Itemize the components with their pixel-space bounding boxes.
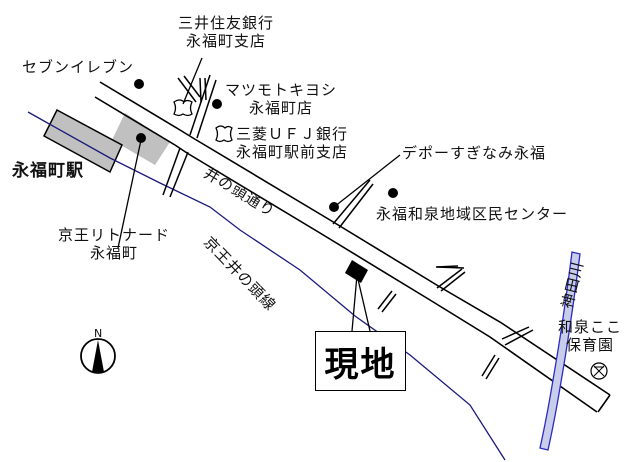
label-station: 永福町駅 (12, 161, 84, 181)
bank-icon-mufg (215, 125, 233, 143)
label-depot: デポーすぎなみ永福 (402, 144, 547, 162)
label-litonado-line1: 京王リトナード (58, 226, 171, 244)
label-litonado: 京王リトナード 永福町 (58, 226, 170, 262)
seven-eleven-dot (134, 79, 144, 89)
label-mufg-line2: 永福町駅前支店 (236, 143, 349, 161)
site-label-box: 現地 (315, 331, 406, 391)
label-matsumoto-line2: 永福町店 (249, 99, 314, 117)
matsumoto-dot (212, 99, 222, 109)
label-seven-eleven: セブンイレブン (22, 58, 135, 76)
main-road (94, 81, 611, 413)
railway-line (27, 111, 506, 461)
side-streets-southeast (377, 265, 534, 380)
school-icon (590, 362, 608, 380)
label-community-center: 永福和泉地域区民センター (376, 205, 569, 223)
north-arrow-icon (80, 338, 116, 374)
label-nursery-line2: 保育園 (566, 336, 615, 354)
label-nursery: 和泉ここ 保育園 (558, 318, 622, 354)
label-nursery-line1: 和泉ここ (558, 318, 623, 336)
label-mufg: 三菱ＵＦＪ銀行 永福町駅前支店 (236, 125, 348, 161)
label-litonado-line2: 永福町 (90, 244, 139, 262)
label-mufg-line1: 三菱ＵＦＪ銀行 (236, 125, 349, 143)
site-marker (345, 260, 368, 283)
side-street-north (177, 74, 217, 139)
label-smbc-line2: 永福町支店 (186, 32, 267, 50)
north-label: N (94, 327, 104, 340)
side-street-station (162, 147, 189, 198)
label-matsumoto-line1: マツモトキヨシ (225, 81, 338, 99)
label-smbc-line1: 三井住友銀行 (178, 14, 275, 32)
label-smbc: 三井住友銀行 永福町支店 (178, 14, 274, 50)
river (539, 251, 581, 451)
label-matsumoto: マツモトキヨシ 永福町店 (225, 81, 337, 117)
station-building (43, 108, 123, 174)
litonado-dot (136, 133, 146, 143)
center-dot (388, 188, 398, 198)
